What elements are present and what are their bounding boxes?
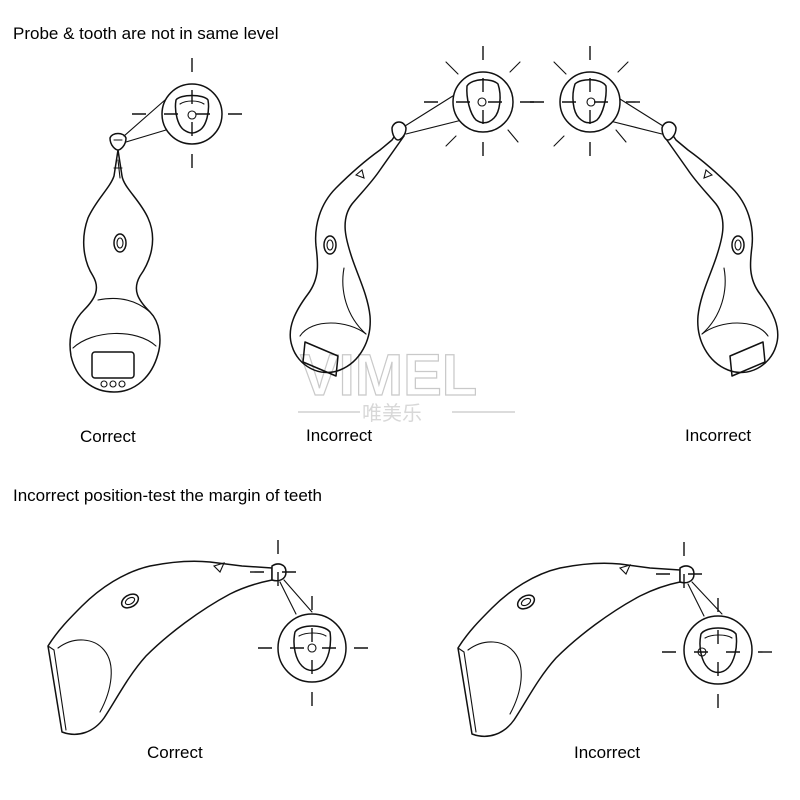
caption-bottom-left-correct: Correct	[147, 743, 203, 762]
caption-top-right-incorrect: Incorrect	[685, 426, 752, 445]
caption-top-left-correct: Correct	[80, 427, 136, 446]
watermark-chinese: 唯美乐	[362, 401, 422, 425]
caption-top-middle-incorrect: Incorrect	[306, 426, 373, 445]
watermark-brand: VIMEL	[300, 343, 477, 408]
caption-bottom-right-incorrect: Incorrect	[574, 743, 641, 762]
device-horizontal-incorrect	[457, 542, 780, 738]
device-tilted-left-incorrect	[289, 46, 542, 377]
watermark: VIMEL 唯美乐	[298, 342, 515, 425]
heading-same-level: Probe & tooth are not in same level	[13, 24, 279, 43]
device-vertical-correct	[69, 58, 250, 393]
heading-margin-position: Incorrect position-test the margin of te…	[13, 486, 322, 505]
device-horizontal-correct	[47, 540, 370, 736]
device-tilted-right-incorrect	[530, 46, 779, 377]
